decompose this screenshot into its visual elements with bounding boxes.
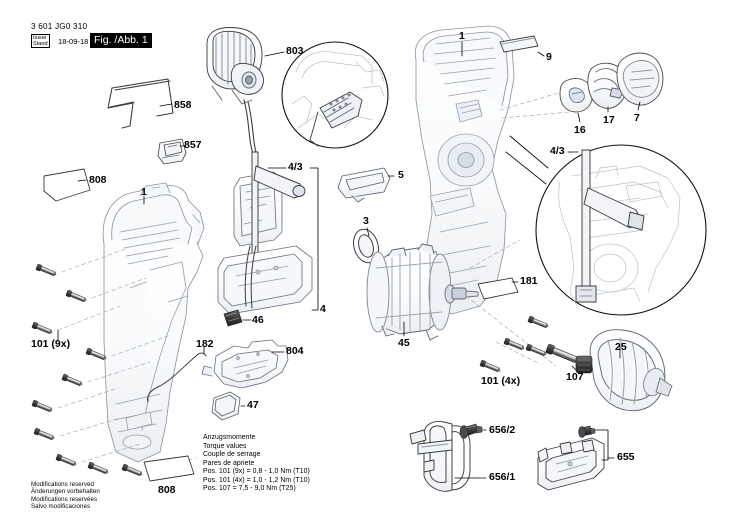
part-46-sleeve	[223, 309, 243, 327]
callout-858: 858	[174, 99, 192, 111]
part-number: 3 601 JG0 310	[31, 22, 88, 31]
leader-808-top	[77, 179, 87, 182]
callout-4-3-right: 4/3	[550, 145, 565, 157]
callout-25: 25	[615, 341, 627, 353]
part-857-clip	[157, 138, 187, 165]
callout-808-top: 808	[89, 174, 107, 186]
part-101-screws-4x	[479, 315, 550, 374]
callout-4-3-center: 4/3	[288, 161, 303, 173]
part-858-belt-hook	[107, 78, 174, 129]
callout-1-left: 1	[141, 186, 147, 198]
leader-803	[264, 51, 285, 57]
callout-5: 5	[398, 169, 404, 181]
callout-3: 3	[363, 215, 369, 227]
part-45-motor	[366, 243, 479, 341]
screw-near-disclaimer	[87, 461, 110, 476]
part-1-housing-left	[102, 182, 205, 463]
detail-circle-4-3-ghost	[558, 165, 681, 309]
part-7-cap	[616, 52, 664, 106]
torque-values-block: Anzugsmomente Torque values Couple de se…	[203, 434, 310, 493]
part-655-screw	[578, 425, 596, 438]
part-47-cap	[211, 391, 241, 421]
leader-655	[595, 429, 615, 461]
issue-date: 18-09-18	[58, 37, 89, 46]
detail-4-3-lever-highlight	[575, 149, 645, 303]
callout-655: 655	[617, 451, 635, 463]
callout-181: 181	[520, 275, 538, 287]
wire-lower	[244, 245, 257, 309]
stand-label: Stand	[33, 41, 48, 48]
detail-circle-4-3	[535, 144, 707, 316]
callout-17: 17	[603, 114, 615, 126]
part-656-1-belt-clip	[409, 421, 471, 492]
part-808-label-bottom	[143, 455, 195, 482]
callout-656-1: 656/1	[489, 471, 516, 483]
part-655-battery-rail	[537, 437, 605, 491]
part-3-o-ring	[353, 228, 379, 264]
detail-pointer-right	[505, 135, 549, 185]
part-5-cover	[337, 167, 391, 203]
callout-7: 7	[634, 112, 640, 124]
callout-808-bottom: 808	[158, 484, 176, 496]
issue-stand-box: Issue Stand	[31, 34, 50, 49]
part-181-label	[477, 277, 519, 300]
leader-4-3-center	[267, 167, 319, 311]
part-16-washer	[559, 78, 593, 113]
callout-803: 803	[286, 45, 304, 57]
detail-connector-803	[309, 91, 363, 147]
part-804-board	[201, 339, 289, 389]
part-25-chuck	[575, 329, 673, 412]
callout-45: 45	[398, 337, 410, 349]
leader-3	[366, 227, 370, 237]
leader-7	[637, 101, 641, 111]
issue-label: Issue	[33, 35, 47, 41]
callout-4: 4	[320, 303, 326, 315]
callout-656-2: 656/2	[489, 424, 516, 436]
leader-858	[159, 103, 173, 107]
callout-857: 857	[184, 139, 202, 151]
modifications-reserved-block: Modifications reserved Änderungen vorbeh…	[31, 481, 100, 510]
callout-182: 182	[196, 338, 214, 350]
callout-101-4x: 101 (4x)	[481, 375, 521, 387]
detail-circle-803	[281, 41, 389, 149]
leader-9	[537, 51, 545, 57]
assembly-dash-left	[57, 247, 197, 473]
leader-16	[577, 112, 581, 123]
callout-9: 9	[546, 51, 552, 63]
figure-badge: Fig. /Abb. 1	[90, 33, 152, 48]
callout-16: 16	[574, 124, 586, 136]
callout-1-top-right: 1	[459, 30, 465, 42]
part-656-2-screw	[459, 423, 483, 439]
callout-804: 804	[286, 345, 304, 357]
callout-107: 107	[566, 371, 584, 383]
callout-46: 46	[252, 314, 264, 326]
callout-101-9x: 101 (9x)	[31, 338, 71, 350]
part-803-gearbox	[206, 27, 264, 105]
part-4-base-module	[217, 245, 313, 315]
part-9-bar	[499, 35, 539, 53]
part-808-label-top	[43, 168, 91, 202]
leader-107	[571, 365, 577, 371]
callout-47: 47	[247, 399, 259, 411]
